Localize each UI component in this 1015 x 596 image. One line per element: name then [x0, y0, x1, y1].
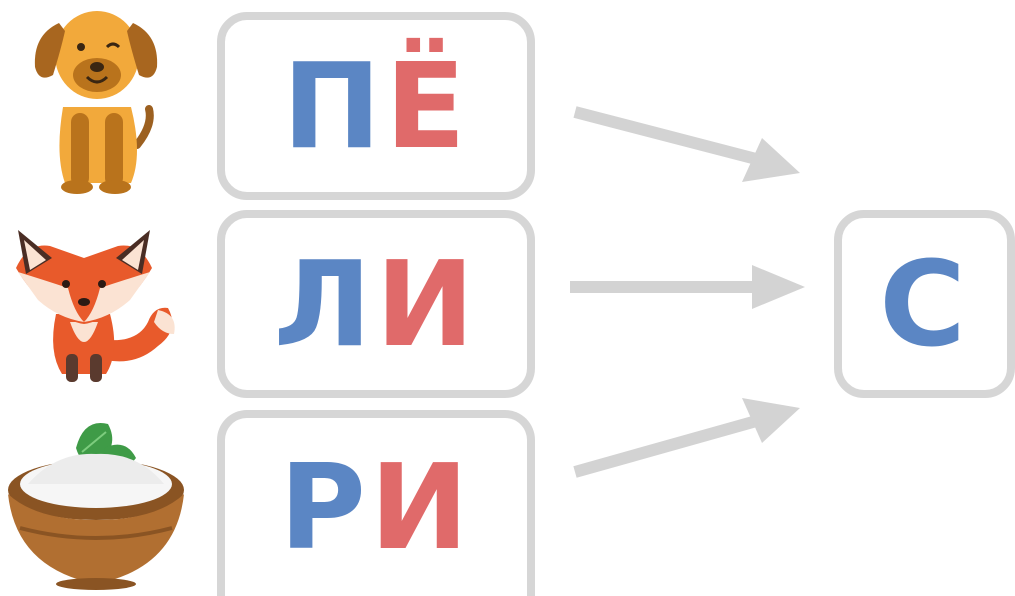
fox-icon — [16, 230, 175, 382]
syllable-second-letter: Ё — [385, 37, 470, 175]
target-letter: С — [879, 235, 970, 373]
syllable-second-letter: И — [375, 235, 479, 373]
dog-icon — [34, 11, 158, 194]
syllable-first-letter: Л — [273, 235, 376, 373]
arrow-top — [573, 106, 800, 182]
syllable-second-letter: И — [369, 438, 473, 576]
syllable-first-letter: П — [282, 37, 386, 175]
bowl-icon — [8, 423, 184, 590]
syllable-first-letter: Р — [279, 438, 370, 576]
target-letter-box: С — [834, 210, 1015, 398]
arrow-bottom — [573, 398, 800, 478]
arrow-middle — [570, 265, 805, 309]
